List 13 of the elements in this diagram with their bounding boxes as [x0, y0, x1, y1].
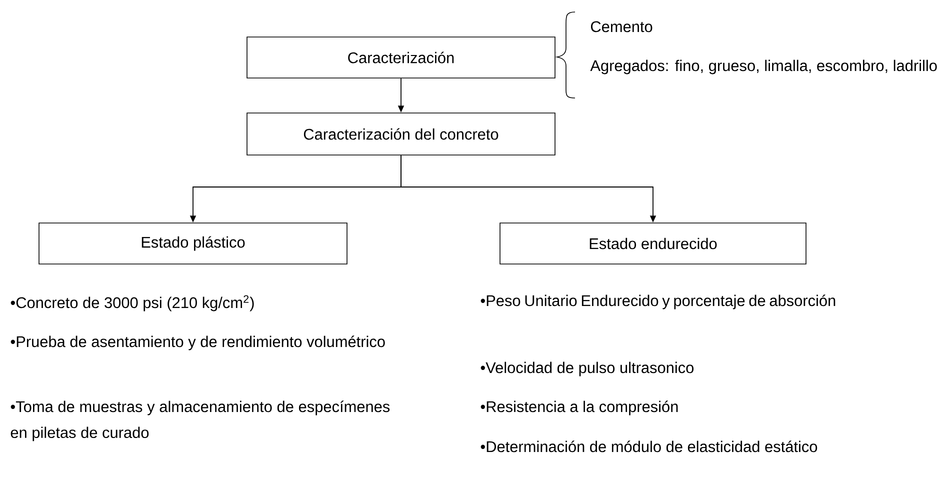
bullet-item: •Concreto de 3000 psi (210 kg/cm$^{2}$): [10, 295, 254, 312]
bullet-item: •Peso Unitario Endurecido y porcentaje de absorción: [480, 294, 836, 310]
process-box: Estado plástico: [38, 222, 348, 264]
brace-item: Agregados: fino, grueso, limalla, escombro, ladrillo: [590, 60, 937, 74]
bullet-item: •Velocidad de pulso ultrasonico: [480, 362, 694, 376]
process-box: Estado endurecido: [500, 222, 806, 264]
brace-item: Cemento: [590, 21, 652, 32]
bullet-item: •Resistencia a la compresión: [480, 400, 678, 416]
bullet-item: •Determinación de módulo de elasticidad estático: [480, 440, 818, 452]
bullet-item: •Toma de muestras y almacenamiento de especímenes en piletas de curado: [10, 400, 390, 442]
bullet-item: •Prueba de asentamiento y de rendimiento volumétrico: [10, 336, 385, 350]
process-box: Caracterización del concreto: [246, 112, 556, 156]
process-box: Caracterización: [246, 36, 556, 78]
